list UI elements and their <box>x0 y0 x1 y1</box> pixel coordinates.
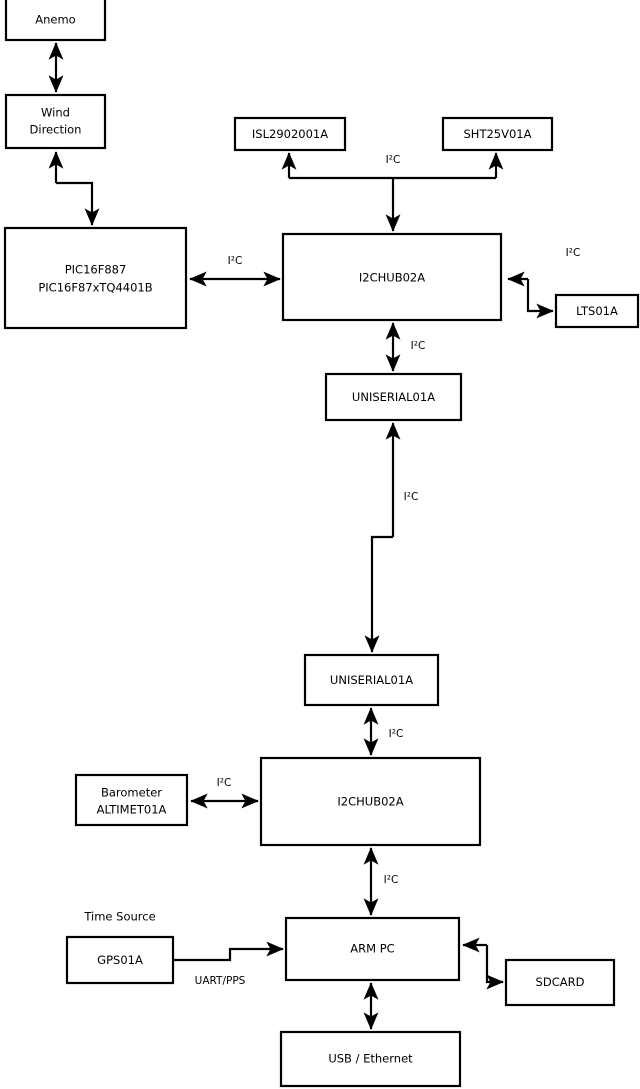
edge-label-hub-uniserial: I²C <box>411 340 426 352</box>
node-label-barometer-line1: Barometer <box>101 786 162 800</box>
edge-gps-armpc: UART/PPS <box>173 941 284 987</box>
node-label-lts01a: LTS01A <box>576 304 618 318</box>
edge-label-barometer-hubbot: I²C <box>217 777 232 789</box>
edge-armpc-sdcard <box>462 937 504 990</box>
node-label-sht25v01a: SHT25V01A <box>464 127 532 141</box>
edge-line-gps-armpc <box>173 941 284 962</box>
node-uniserial01a-lower[interactable]: UNISERIAL01A <box>303 653 440 707</box>
node-box-i2chub02a-bottom[interactable] <box>259 756 482 847</box>
edge-hub-uniserial: I²C <box>385 322 426 372</box>
node-usb-ethernet[interactable]: USB / Ethernet <box>279 1030 462 1088</box>
node-box-barometer[interactable] <box>74 773 189 827</box>
node-box-uniserial01a-upper[interactable] <box>324 372 463 422</box>
node-box-arm-pc[interactable] <box>284 916 461 982</box>
edge-hubbot-armpc: I²C <box>363 847 399 916</box>
edge-line-wind-pic-down <box>56 181 100 226</box>
node-label-wind-direction-line1: Wind <box>41 106 70 120</box>
node-label-i2chub02a-top: I2CHUB02A <box>359 271 425 285</box>
node-anemo[interactable]: Anemo <box>4 0 107 42</box>
node-pic-mcu[interactable]: PIC16F887 PIC16F87xTQ4401B <box>3 226 188 330</box>
edge-label-uniserial-hubbot: I²C <box>389 728 404 740</box>
node-wind-direction[interactable]: Wind Direction <box>4 93 107 150</box>
node-barometer[interactable]: Barometer ALTIMET01A <box>74 773 189 827</box>
edge-pic-hub: I²C <box>189 255 281 287</box>
node-arm-pc[interactable]: ARM PC <box>284 916 461 982</box>
edge-label-hub-lts: I²C <box>566 247 581 259</box>
edge-line-hub-to-lts <box>526 279 554 319</box>
node-label-uniserial01a-lower: UNISERIAL01A <box>330 673 413 687</box>
label-time-source: Time Source <box>83 910 155 924</box>
edge-label-hub-isl-sht: I²C <box>386 154 401 166</box>
node-box-lts01a[interactable] <box>554 293 640 329</box>
node-gps01a[interactable]: GPS01A <box>65 935 175 985</box>
node-label-sdcard: SDCARD <box>536 975 585 989</box>
edge-barometer-hubbot: I²C <box>190 777 259 809</box>
edge-label-uniserial-link: I²C <box>404 491 419 503</box>
edge-label-hubbot-armpc: I²C <box>384 874 399 886</box>
edge-uniserial-link: I²C <box>364 422 419 653</box>
edge-line-armpc-to-sdcard <box>485 945 504 990</box>
node-label-barometer-line2: ALTIMET01A <box>97 803 167 817</box>
node-label-pic-mcu-line1: PIC16F887 <box>65 263 127 277</box>
edge-uniserial-hubbot: I²C <box>363 707 404 756</box>
node-box-uniserial01a-lower[interactable] <box>303 653 440 707</box>
node-label-wind-direction-line2: Direction <box>30 123 82 137</box>
node-i2chub02a-top[interactable]: I2CHUB02A <box>281 232 503 322</box>
node-box-wind-direction[interactable] <box>4 93 107 150</box>
node-label-i2chub02a-bottom: I2CHUB02A <box>337 795 403 809</box>
node-label-isl2902001a: ISL2902001A <box>252 127 328 141</box>
edge-hub-isl-sht: I²C <box>281 152 504 232</box>
edge-line-uniserial-down <box>364 535 393 653</box>
node-label-arm-pc: ARM PC <box>350 942 394 956</box>
node-label-uniserial01a-upper: UNISERIAL01A <box>352 390 435 404</box>
node-sht25v01a[interactable]: SHT25V01A <box>441 116 554 152</box>
node-box-sdcard[interactable] <box>504 958 616 1007</box>
node-sdcard[interactable]: SDCARD <box>504 958 616 1007</box>
node-lts01a[interactable]: LTS01A <box>554 293 640 329</box>
edge-wind-pic <box>48 151 100 226</box>
edge-label-pic-hub: I²C <box>228 255 243 267</box>
node-isl2902001a[interactable]: ISL2902001A <box>233 116 347 152</box>
node-box-pic-mcu[interactable] <box>3 226 188 330</box>
node-label-pic-mcu-line2: PIC16F87xTQ4401B <box>38 281 152 295</box>
node-box-anemo[interactable] <box>4 0 107 42</box>
node-box-i2chub02a-top[interactable] <box>281 232 503 322</box>
edge-label-gps-armpc: UART/PPS <box>195 975 246 987</box>
node-label-anemo: Anemo <box>35 13 75 27</box>
node-i2chub02a-bottom[interactable]: I2CHUB02A <box>259 756 482 847</box>
node-label-usb-ethernet: USB / Ethernet <box>328 1052 413 1066</box>
node-label-gps01a: GPS01A <box>97 953 143 967</box>
node-box-usb-ethernet[interactable] <box>279 1030 462 1088</box>
node-box-gps01a[interactable] <box>65 935 175 985</box>
edge-hub-lts: I²C <box>507 247 581 319</box>
node-box-sht25v01a[interactable] <box>441 116 554 152</box>
node-uniserial01a-upper[interactable]: UNISERIAL01A <box>324 372 463 422</box>
node-box-isl2902001a[interactable] <box>233 116 347 152</box>
